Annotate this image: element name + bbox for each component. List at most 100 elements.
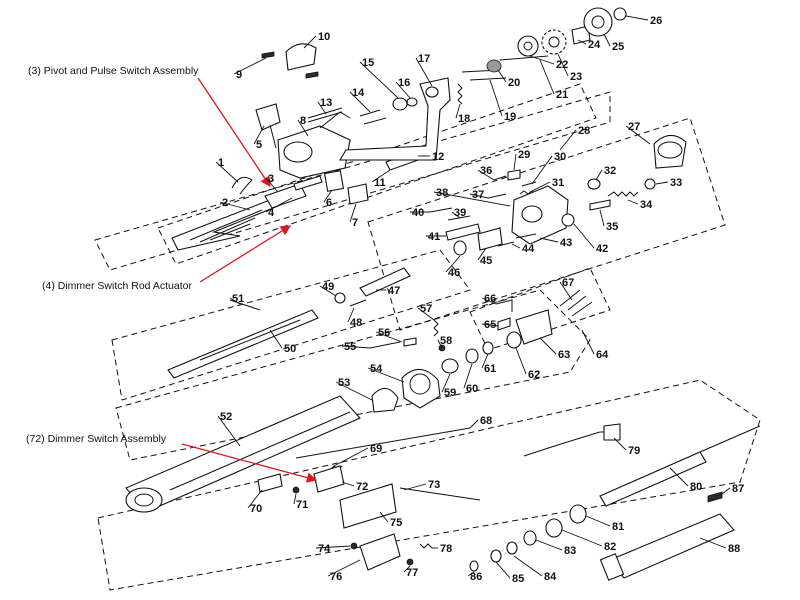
part-8-housing (277, 125, 351, 179)
part-21-shaft (499, 55, 549, 61)
part-36-bolt (493, 175, 507, 181)
callout-pivot-switch: (3) Pivot and Pulse Switch Assembly (28, 65, 199, 77)
part-label-30: 30 (554, 151, 566, 163)
part-54-housing (401, 368, 441, 409)
part-49-nut (334, 292, 346, 304)
leader-line-28 (559, 129, 577, 151)
leader-line-49 (319, 285, 337, 297)
leader-line-67 (559, 281, 573, 301)
leader-line-10 (303, 35, 317, 49)
part-77-screw (406, 558, 414, 566)
part-25-cap (583, 7, 613, 37)
part-label-76: 76 (330, 571, 342, 583)
part-label-82: 82 (604, 541, 616, 553)
leader-line-11 (371, 169, 391, 183)
leader-line-57 (417, 307, 435, 321)
part-84-clip (506, 541, 518, 555)
part-label-77: 77 (406, 567, 418, 579)
part-37-pin (487, 193, 507, 199)
part-55-pin (369, 341, 401, 349)
part-16-washer (406, 97, 418, 107)
part-label-12: 12 (432, 151, 444, 163)
part-60-ring (465, 348, 479, 364)
part-63-bracket (515, 309, 553, 345)
part-label-67: 67 (562, 277, 574, 289)
part-label-31: 31 (552, 177, 564, 189)
leader-line-34 (627, 199, 639, 205)
part-label-9: 9 (236, 69, 242, 81)
leader-line-54 (367, 367, 405, 383)
part-label-84: 84 (544, 571, 557, 583)
part-label-23: 23 (570, 71, 582, 83)
part-39-pin (447, 215, 471, 221)
leader-line-68 (469, 419, 479, 429)
leader-line-46 (445, 255, 461, 273)
part-33-cap (644, 178, 656, 190)
callout-lines (181, 77, 318, 483)
part-30-screw (521, 181, 537, 187)
part-label-56: 56 (378, 327, 390, 339)
part-label-26: 26 (650, 15, 662, 27)
shaft-group (167, 267, 411, 379)
part-43-spring (515, 233, 537, 239)
leader-line-5 (253, 125, 265, 145)
part-47-shaft (359, 267, 411, 297)
part-label-1: 1 (218, 157, 224, 169)
part-label-86: 86 (470, 571, 482, 583)
part-label-20: 20 (508, 77, 520, 89)
part-label-21: 21 (556, 89, 568, 101)
part-87-bolt (707, 491, 723, 503)
part-label-27: 27 (628, 121, 640, 133)
part-label-22: 22 (556, 59, 568, 71)
part-7-block (347, 183, 369, 205)
part-34-spring (607, 191, 639, 197)
part-label-18: 18 (458, 113, 470, 125)
leader-lines (215, 15, 731, 579)
part-label-73: 73 (428, 479, 440, 491)
leader-line-45 (477, 247, 487, 261)
part-label-57: 57 (420, 303, 432, 315)
part-label-6: 6 (326, 197, 332, 209)
part-label-19: 19 (504, 111, 516, 123)
leader-line-87 (721, 487, 731, 495)
part-label-72: 72 (356, 481, 368, 493)
part-label-46: 46 (448, 267, 460, 279)
leader-line-25 (603, 33, 611, 47)
part-72-dimmer-switch (313, 465, 345, 493)
leader-line-70 (247, 489, 263, 509)
leader-line-8 (297, 119, 309, 137)
leader-line-62 (515, 347, 527, 375)
part-35-rod (589, 199, 611, 211)
part-20-spring (486, 59, 502, 73)
part-label-65: 65 (484, 319, 496, 331)
part-24-cam (571, 25, 591, 45)
part-5-switch (255, 103, 281, 131)
part-27-cap (653, 134, 687, 169)
part-label-79: 79 (628, 445, 640, 457)
leader-line-84 (513, 555, 543, 577)
leader-line-26 (625, 15, 649, 21)
part-label-33: 33 (670, 177, 682, 189)
part-label-32: 32 (604, 165, 616, 177)
part-label-63: 63 (558, 349, 570, 361)
leader-line-59 (441, 373, 451, 393)
leader-line-86 (467, 571, 475, 577)
part-82-bearing (545, 518, 563, 538)
part-29-clip (507, 169, 521, 181)
part-label-38: 38 (436, 187, 448, 199)
leader-line-53 (335, 381, 373, 401)
callout-dimmer-rod-actuator: (4) Dimmer Switch Rod Actuator (42, 280, 192, 292)
leader-line-56 (375, 331, 403, 343)
leader-line-73 (403, 483, 427, 491)
leader-line-16 (395, 81, 411, 99)
part-label-52: 52 (220, 411, 232, 423)
part-67-pins (559, 289, 593, 317)
part-label-83: 83 (564, 545, 576, 557)
part-56-ball (403, 337, 417, 347)
leader-line-39 (451, 211, 461, 219)
leader-line-61 (481, 353, 489, 369)
leader-line-74 (315, 545, 351, 549)
part-85-washer (490, 549, 502, 563)
part-label-64: 64 (596, 349, 609, 361)
leader-line-4 (265, 197, 293, 213)
